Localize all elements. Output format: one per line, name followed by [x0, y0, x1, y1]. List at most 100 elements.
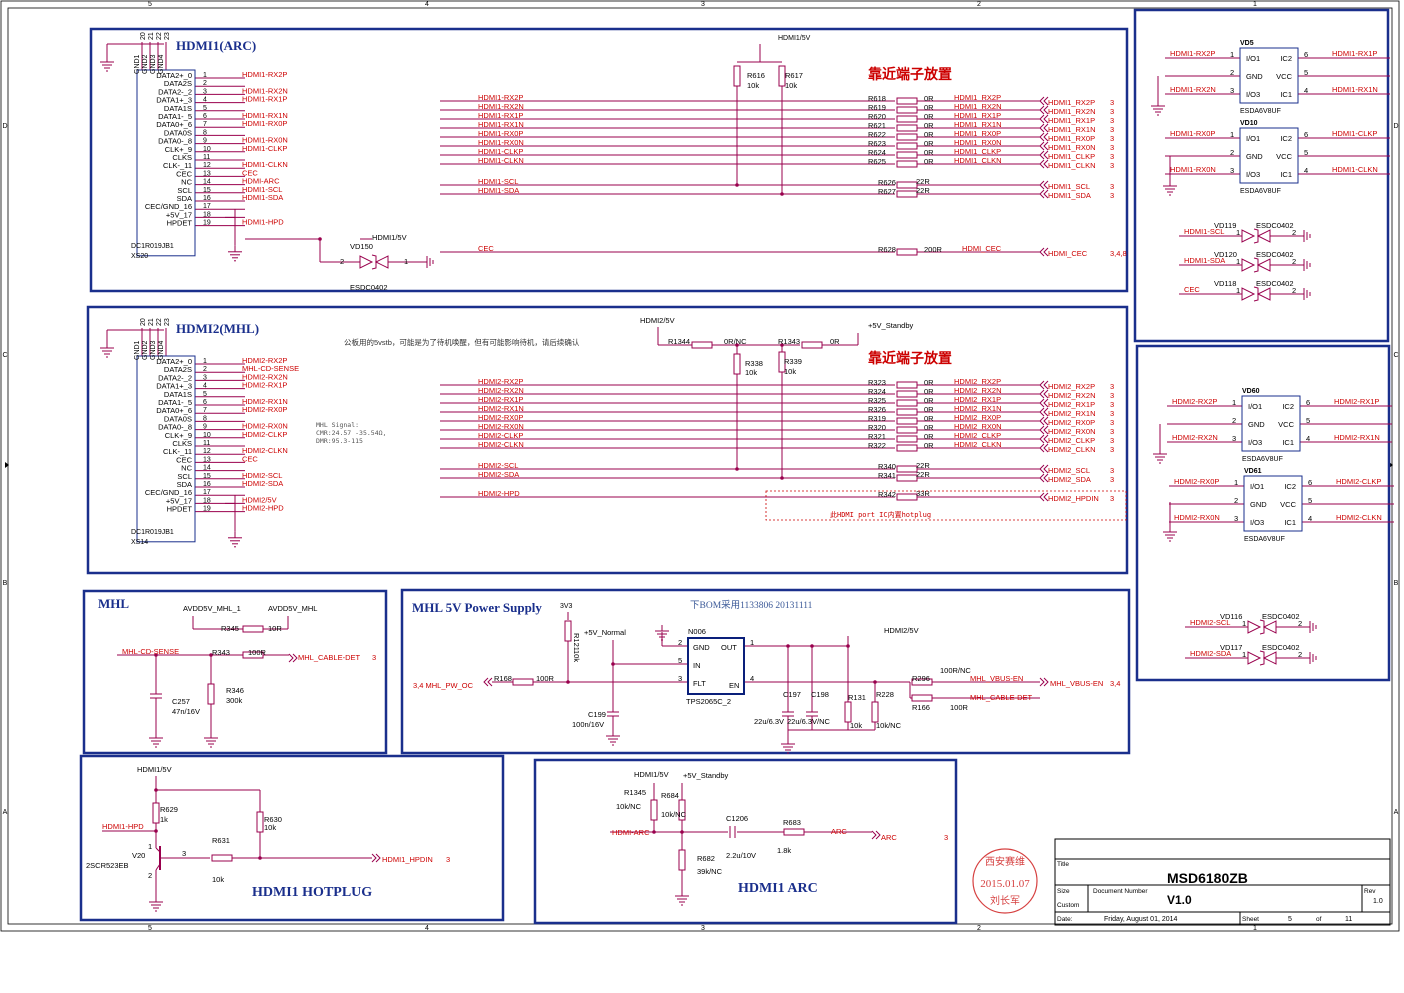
hdmi1-series-resistor: [896, 106, 918, 114]
offpage-arrow: [1039, 105, 1045, 115]
hdmi1-ddc-val: 22R: [916, 177, 930, 186]
junction-dot: [209, 653, 213, 657]
hdmi2-pin-name: HPDET: [167, 505, 193, 514]
vd5-pinR: IC1: [1280, 90, 1292, 99]
hdmi2-pin-num: 8: [203, 415, 207, 422]
arc-out-net: ARC: [831, 827, 847, 836]
hdmi2-bus-left: HDMI2-RX1N: [478, 404, 524, 413]
hdmi1-bus-left: HDMI1-RX1P: [478, 111, 523, 120]
date-value: Friday, August 01, 2014: [1104, 916, 1178, 923]
hdmi2-pin-num: 15: [203, 473, 211, 480]
of-label: of: [1316, 916, 1322, 923]
offpage-arrow: [1039, 464, 1045, 474]
hdmi2-pin-num: 18: [203, 497, 211, 504]
hdmi1-series-val: 0R: [924, 112, 934, 121]
c199-val: 100n/16V: [572, 720, 604, 729]
hdmi2-pin-num: 7: [203, 407, 207, 414]
r339-ref: R339: [784, 357, 802, 366]
hdmi1-offpage: HDMI1_RX1N: [1048, 125, 1096, 134]
stamp-line3: 刘长军: [990, 895, 1020, 907]
hdmi2-connector-body: [136, 355, 196, 543]
offpage-arrow: [1043, 180, 1049, 190]
hdmi1-pin-num: 10: [203, 146, 211, 153]
hdmi2-series-ref: R324: [868, 387, 886, 396]
arc-hdmi-arc-net: HDMI-ARC: [612, 828, 650, 837]
hdmi2-ddc-left: HDMI2-SDA: [478, 470, 519, 479]
hdmi1-series-ref: R620: [868, 112, 886, 121]
hdmi1-bus-right: HDMI1_RX0P: [954, 129, 1001, 138]
vd61-numL: 3: [1234, 514, 1238, 523]
offpage-arrow: [487, 677, 493, 687]
hdmi2-pin-name: DATA0S: [164, 414, 192, 423]
offpage-arrow: [1043, 123, 1049, 133]
hdmi1-pin-net: HDMI1-RX1N: [242, 111, 288, 120]
hdmi1-offpage-sheet: 3: [1110, 125, 1114, 134]
hdmi2-hpd-sheet: 3: [1110, 494, 1114, 503]
rev-label: Rev: [1364, 888, 1376, 895]
r168: [512, 678, 534, 686]
r1345-val: 10k/NC: [616, 802, 642, 811]
r1345: [650, 799, 658, 821]
c199-ref: C199: [588, 710, 606, 719]
r683-ref: R683: [783, 818, 801, 827]
junction-dot: [318, 237, 322, 241]
vd60-netR: HDMI2-RX1P: [1334, 397, 1379, 406]
offpage-arrow: [1039, 443, 1045, 453]
offpage-arrow: [1043, 443, 1049, 453]
hdmi2-bus-left: HDMI2-RX1P: [478, 395, 523, 404]
hdmi1-pin-num: 8: [203, 129, 207, 136]
hdmi2-bus-right: HDMI2_RX0P: [954, 413, 1001, 422]
vd10-numL: 3: [1230, 166, 1234, 175]
diode-triangle: [1247, 620, 1262, 634]
v20-pin: 1: [148, 842, 152, 851]
esd-diode2-net: HDMI2-SCL: [1190, 618, 1230, 627]
n006-pin-in: IN: [693, 661, 701, 670]
r338-val: 10k: [745, 368, 757, 377]
offpage-arrow: [483, 677, 489, 687]
c198-val: 22u/6.3V/NC: [787, 717, 831, 726]
ground-symbol: [1163, 180, 1177, 196]
offpage-arrow: [1039, 407, 1045, 417]
vd61-numL: 2: [1234, 496, 1238, 505]
hdmi2-pin-net: MHL-CD-SENSE: [242, 364, 299, 373]
r131-val: 10k: [850, 721, 862, 730]
r121: [564, 620, 572, 642]
hdmi2-supply-label: HDMI2/5V: [640, 316, 675, 325]
hdmi1-pin-name: SDA: [177, 194, 192, 203]
frame-col-label: 3: [701, 925, 705, 932]
v20-ref: V20: [132, 851, 145, 860]
r342: [896, 493, 918, 501]
r683-val: 1.8k: [777, 846, 791, 855]
hdmi2-pin-num: 9: [203, 424, 207, 431]
bom-note: 下BOM采用1133806 20131111: [690, 600, 813, 611]
avdd-mhl1: AVDD5V_MHL_1: [183, 604, 241, 613]
c197-ref: C197: [783, 690, 801, 699]
vd61-pinL: GND: [1250, 500, 1267, 509]
arc-sheet: 3: [944, 833, 948, 842]
hdmi2-pin-net: HDMI2-HPD: [242, 504, 284, 513]
esd-diode1-net: HDMI1-SDA: [1184, 256, 1225, 265]
hdmi2-pin-name: DATA1S: [164, 390, 192, 399]
hdmi1-offpage-sheet: 3: [1110, 161, 1114, 170]
diode-triangle: [374, 255, 389, 269]
hdmi2-pin-name: DATA1-_5: [158, 398, 192, 407]
hdmi1-ddc-resistor: [896, 181, 918, 189]
c1206-val: 2.2u/10V: [726, 851, 756, 860]
frame-col-label: 5: [148, 925, 152, 932]
frame-row-label: C: [1393, 352, 1398, 359]
esd-diode2-pin: 2: [1298, 650, 1302, 659]
vd10-numR: 6: [1304, 130, 1308, 139]
hdmi2-bus-right: HDMI2_RX2P: [954, 377, 1001, 386]
offpage-arrow: [1039, 434, 1045, 444]
hdmi1-pin-name: SCL: [177, 186, 192, 195]
hdmi1-series-resistor: [896, 151, 918, 159]
r228-ref: R228: [876, 690, 894, 699]
vd150-diode: [359, 254, 389, 270]
hdmi2-ddc-offpage: HDMI2_SCL: [1048, 466, 1090, 475]
hdmi2-title: HDMI2(MHL): [176, 321, 259, 336]
esd-diode1-part: ESDC0402: [1256, 221, 1294, 230]
hdmi1-pin-num: 12: [203, 162, 211, 169]
hdmi2-pin-num: 2: [203, 366, 207, 373]
vd5-netL: HDMI1-RX2N: [1170, 85, 1216, 94]
hdmi2-offpage: HDMI2_RX2P: [1048, 382, 1095, 391]
